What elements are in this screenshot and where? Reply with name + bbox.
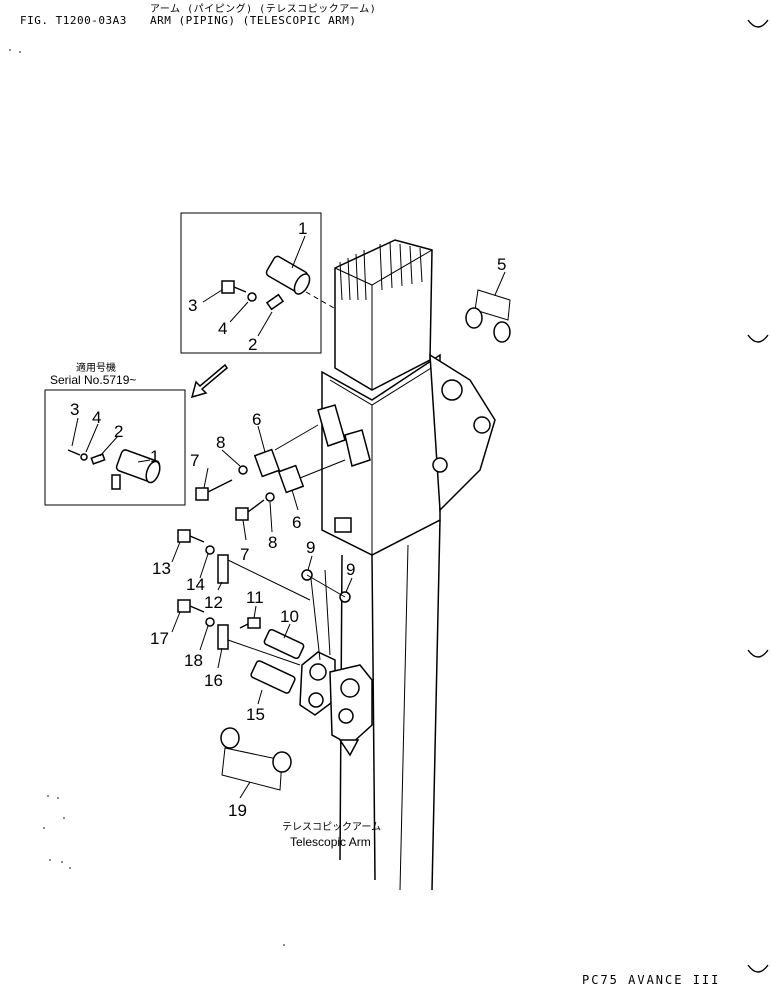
washer-part-5 <box>465 289 511 343</box>
callout-9a: 9 <box>306 538 315 557</box>
bolt-part-13 <box>177 529 205 543</box>
callout-5: 5 <box>497 255 506 274</box>
plate-part-16 <box>217 624 229 650</box>
callout-1-serial: 1 <box>150 447 159 466</box>
serial-label-jp: 適用号機 <box>76 361 116 374</box>
bolt-part-7a <box>195 479 233 501</box>
inset-box-top <box>180 212 356 354</box>
washer-part-18 <box>205 617 215 627</box>
callout-4-top: 4 <box>218 319 227 338</box>
pin-part-10 <box>263 628 305 660</box>
pin-part-1-serial <box>111 449 161 490</box>
callout-3-top: 3 <box>188 296 197 315</box>
washer-part-4 <box>247 292 257 302</box>
callout-4-serial: 4 <box>92 408 101 427</box>
binder-marks <box>747 19 769 973</box>
washer-part-8a <box>238 465 248 475</box>
clamp-part-6a <box>253 448 281 478</box>
clamp-part-6b <box>277 464 305 494</box>
serial-label: Serial No.5719~ <box>50 373 136 387</box>
callout-6b: 6 <box>292 513 301 532</box>
callout-17: 17 <box>150 629 169 648</box>
header-title-jp: アーム (パイピング) (テレスコピックアーム) <box>150 4 377 15</box>
callout-3-serial: 3 <box>70 400 79 419</box>
scan-specks <box>9 49 285 946</box>
header-title-en: ARM (PIPING) (TELESCOPIC ARM) <box>150 14 357 27</box>
callout-7a: 7 <box>190 451 199 470</box>
callout-8b: 8 <box>268 533 277 552</box>
callout-8a: 8 <box>216 433 225 452</box>
callout-2-top: 2 <box>248 335 257 354</box>
callout-2-serial: 2 <box>114 422 123 441</box>
bolt-part-3 <box>221 280 247 294</box>
arm-label-jp: テレスコピックアーム <box>282 821 381 833</box>
callout-10: 10 <box>280 607 299 626</box>
callout-19: 19 <box>228 801 247 820</box>
callout-7b: 7 <box>240 545 249 564</box>
callout-12: 12 <box>204 593 223 612</box>
bolt-part-7b <box>235 499 265 521</box>
grease-fitting-part-11 <box>239 617 261 629</box>
footer-model: PC75 AVANCE III <box>582 973 721 987</box>
inset-box-serial <box>44 389 186 506</box>
callout-16: 16 <box>204 671 223 690</box>
arrow-icon <box>190 363 228 399</box>
figure-number: FIG. T1200-03A3 <box>20 14 127 27</box>
bolt-part-17 <box>177 599 205 613</box>
arm-assembly <box>274 239 496 891</box>
callout-6a: 6 <box>252 410 261 429</box>
callout-13: 13 <box>152 559 171 578</box>
plate-part-2 <box>265 293 285 311</box>
callout-18: 18 <box>184 651 203 670</box>
callout-11: 11 <box>246 588 264 607</box>
callout-1-top: 1 <box>298 219 307 238</box>
pin-part-15 <box>250 660 296 694</box>
callout-15: 15 <box>246 705 265 724</box>
washer-part-19 <box>220 727 292 791</box>
arm-label-en: Telescopic Arm <box>290 835 371 849</box>
callout-9b: 9 <box>346 560 355 579</box>
washer-part-8b <box>265 492 275 502</box>
washer-part-14 <box>205 545 215 555</box>
pin-part-1 <box>265 255 311 295</box>
callout-14: 14 <box>186 575 205 594</box>
callout-leaders <box>71 235 506 799</box>
plate-part-12 <box>217 554 229 584</box>
